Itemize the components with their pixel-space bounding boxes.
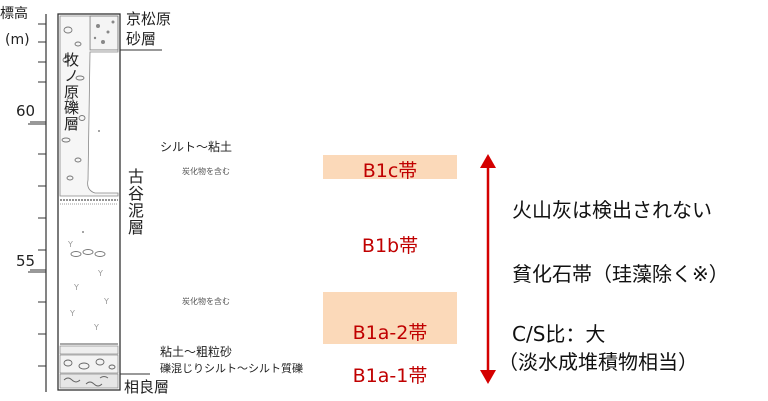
axis-label-elevation: 標高 <box>0 6 28 22</box>
note-volcanic-ash: 火山灰は検出されない <box>512 198 712 222</box>
gravel-layer <box>59 15 119 197</box>
stratum-makinohara-label: 牧ノ原礫層 <box>62 52 80 132</box>
lithology-clay-coarse-sand: 粘土〜粗粒砂 <box>160 345 233 359</box>
stratum-kyomatsubara-label-2: 砂層 <box>126 30 157 48</box>
lithology-charcoal-lower: 炭化物を含む <box>182 297 230 306</box>
stratum-kyomatsubara-label: 京松原 <box>126 10 172 28</box>
note-freshwater: （淡水成堆積物相当） <box>498 350 698 374</box>
stratum-furuya-label: 古谷泥層 <box>125 168 144 236</box>
sagara-layer <box>59 373 119 389</box>
axis-ticks <box>28 23 46 367</box>
lithology-silt-clay: シルト〜粘土 <box>160 140 233 154</box>
coarse-sand-layer <box>59 345 119 355</box>
svg-text:Y: Y <box>67 240 73 249</box>
tick-label-60: 60 <box>16 102 36 120</box>
svg-text:Y: Y <box>103 297 109 306</box>
lithology-gravelly-silt: 礫混じりシルト〜シルト質礫 <box>160 362 303 375</box>
zone-arrow <box>480 154 496 384</box>
note-cs-ratio: C/S比：大 <box>512 322 606 346</box>
stratum-sagara-label: 相良層 <box>124 378 170 396</box>
gravelly-silt-layer <box>59 354 119 374</box>
zone-band-b1a2 <box>323 292 457 344</box>
zone-label-b1a1: B1a-1帯 <box>352 365 428 387</box>
zone-label-b1c: B1c帯 <box>362 160 418 182</box>
lithology-charcoal-upper: 炭化物を含む <box>182 167 230 176</box>
svg-text:Y: Y <box>97 269 103 278</box>
note-barren-zone: 貧化石帯（珪藻除く※） <box>512 262 729 286</box>
zone-band-b1c <box>323 155 457 179</box>
svg-text:Y: Y <box>73 283 79 292</box>
zone-label-b1b: B1b帯 <box>361 235 419 257</box>
mud-symbols: Y Y Y Y Y Y <box>67 240 109 332</box>
zone-label-b1a2: B1a-2帯 <box>352 322 428 344</box>
tick-label-55: 55 <box>16 252 36 270</box>
svg-text:Y: Y <box>69 309 75 318</box>
svg-text:Y: Y <box>93 323 99 332</box>
axis-label-unit: (m) <box>5 32 30 48</box>
